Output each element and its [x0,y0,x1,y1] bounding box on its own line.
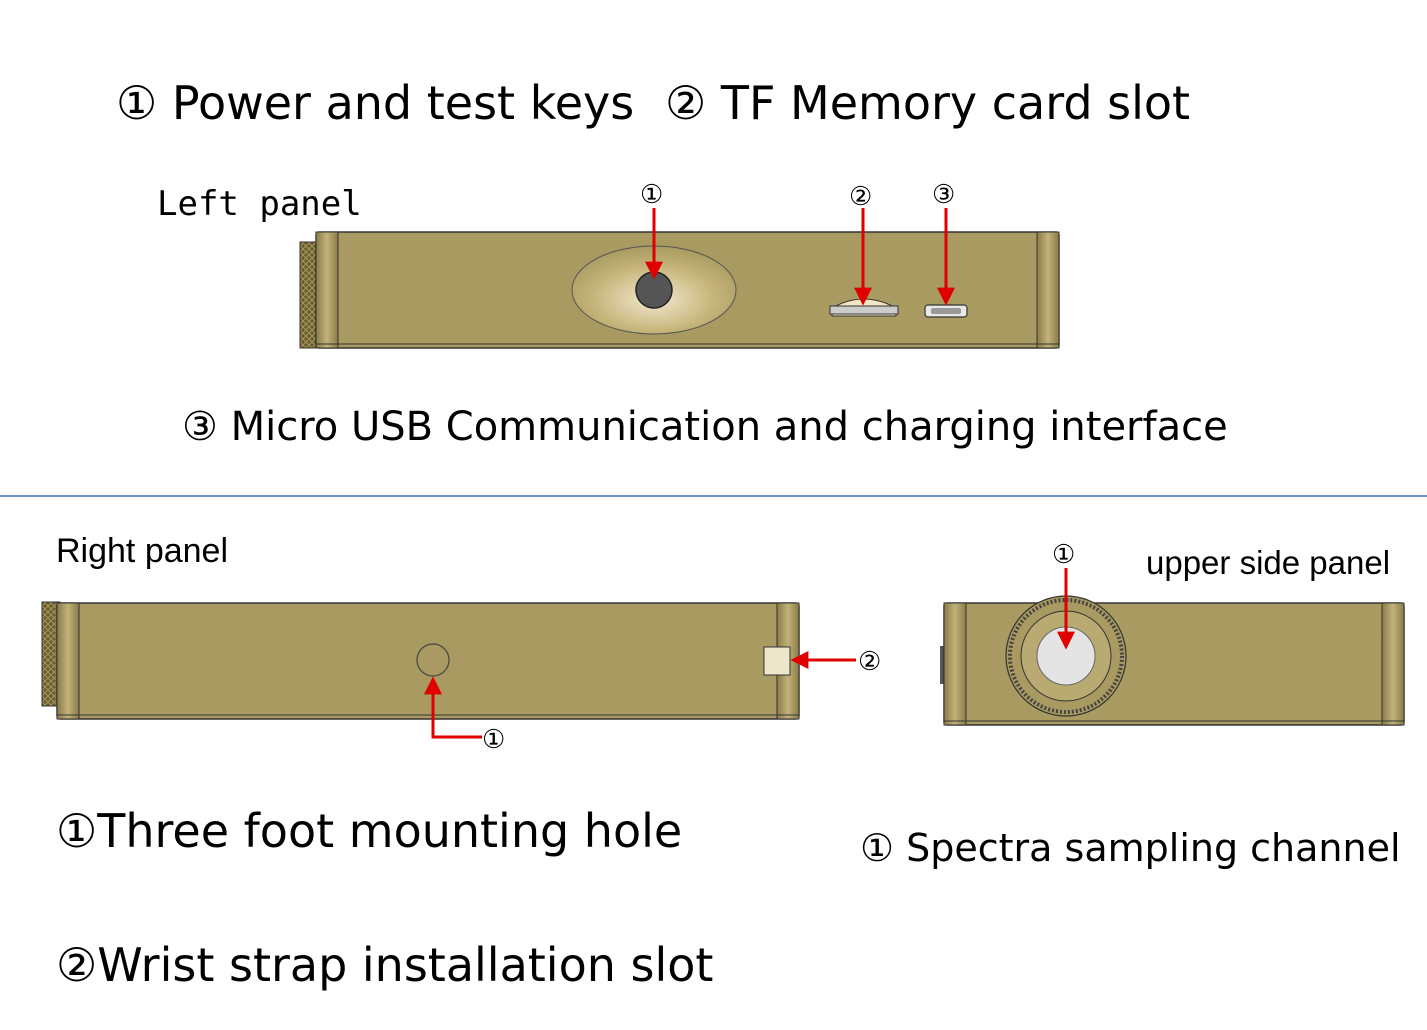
legend-item-1-number: ① [116,76,158,130]
legend-item-3: ③ Micro USB Communication and charging i… [182,404,1228,450]
left-callout-3: ③ [932,180,956,210]
power-key-button [635,271,673,309]
legend-item-2-text: TF Memory card slot [720,76,1191,130]
right-callout-1: ① [482,725,506,755]
legend-item-2: ② TF Memory card slot [665,76,1190,130]
bottom-legend-item-2: ②Wrist strap installation slot [56,938,714,992]
wrist-strap-slot [763,646,791,676]
upper-callout-1: ① [1052,540,1076,570]
left-callout-1: ① [640,180,664,210]
legend-item-1-text: Power and test keys [171,76,635,130]
upper-panel-title: upper side panel [1146,544,1391,581]
left-panel-device [299,208,1060,349]
tripod-hole [416,643,450,677]
upper-panel-device [940,568,1405,726]
legend-item-3-number: ③ [182,404,218,450]
right-panel-title: Right panel [56,532,229,570]
legend-item-2-number: ② [665,76,707,130]
bottom-legend-item-3: ① Spectra sampling channel [860,826,1401,870]
bottom-legend-item-1: ①Three foot mounting hole [56,804,683,858]
legend-item-3-text: Micro USB Communication and charging int… [230,404,1228,450]
left-panel-title: Left panel [157,184,362,224]
tf-card-slot [829,298,899,317]
right-callout-2: ② [858,647,882,677]
right-panel-device [41,601,856,739]
left-callout-2: ② [849,182,873,212]
legend-item-1: ① Power and test keys [116,76,634,130]
